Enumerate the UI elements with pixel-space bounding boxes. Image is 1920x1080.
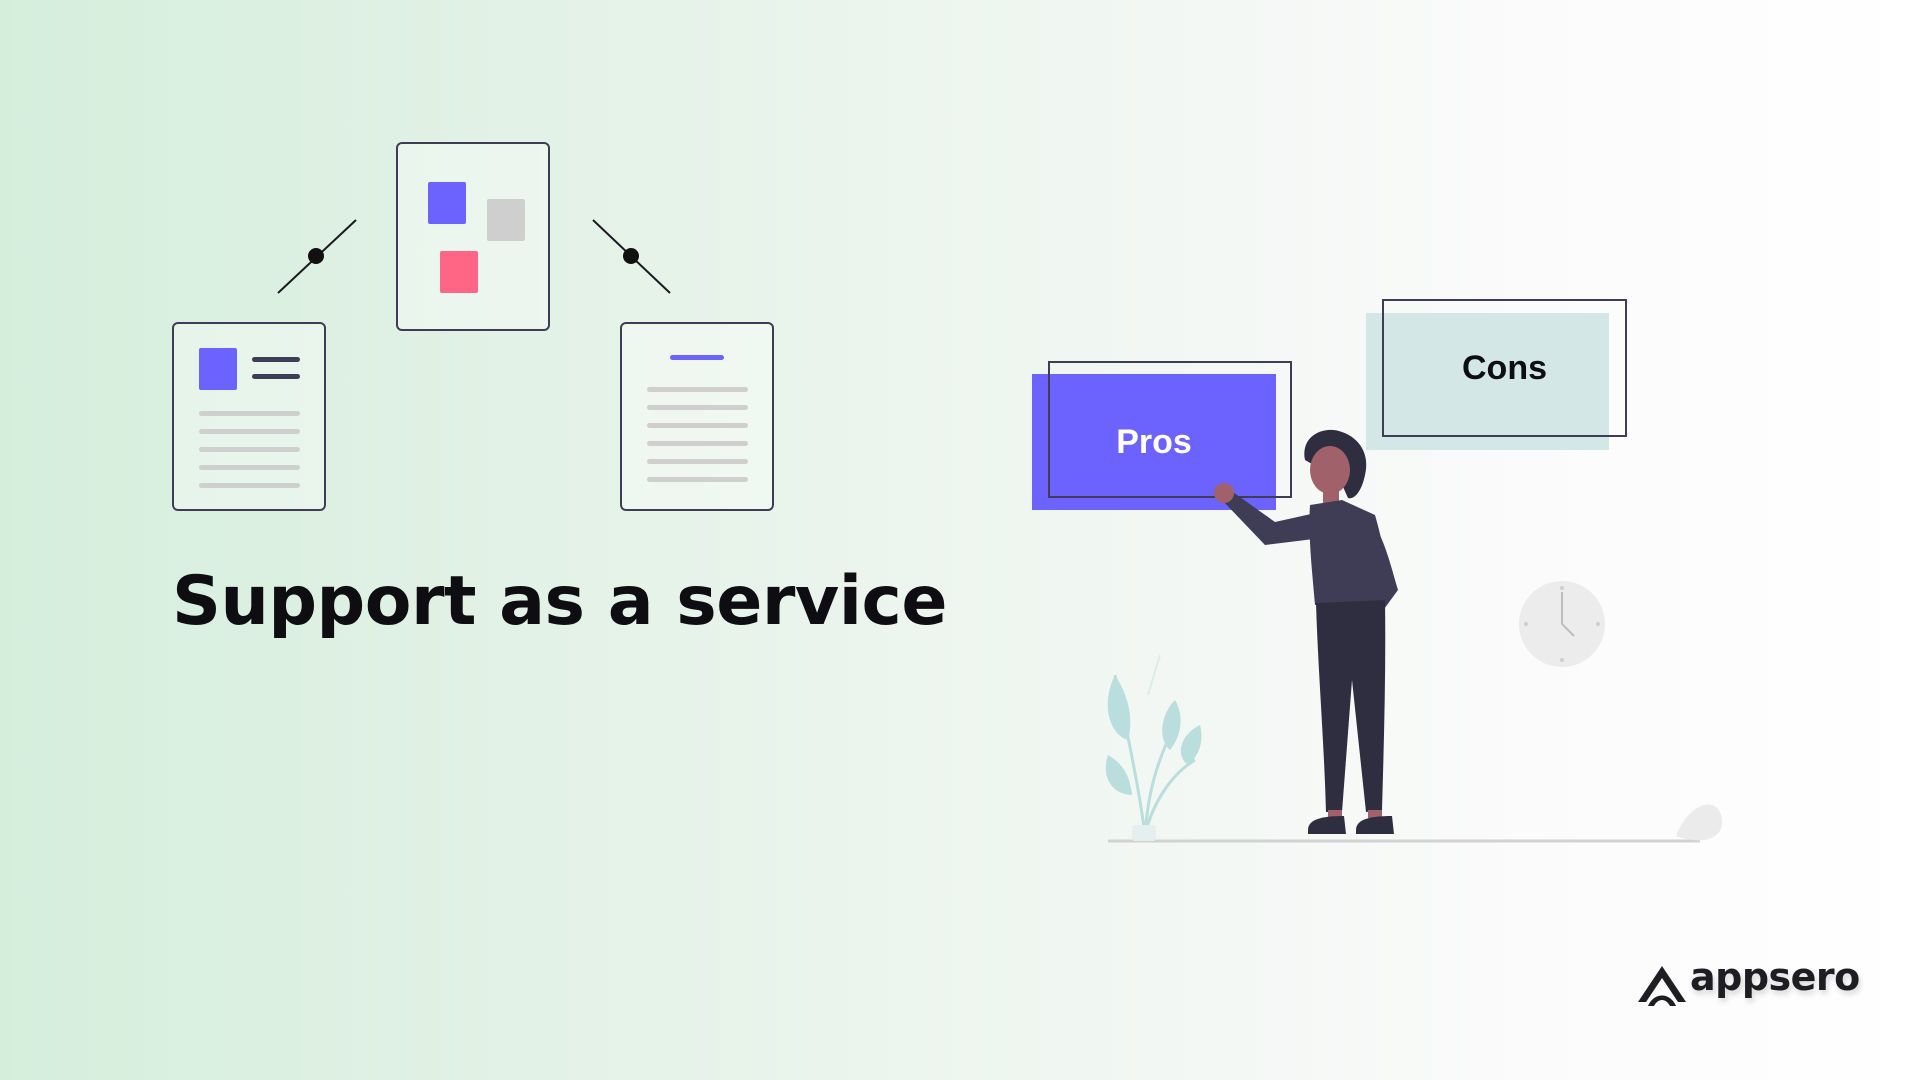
- text-card-heading: [670, 355, 724, 360]
- pros-label: Pros: [1116, 422, 1192, 461]
- text-card-lines: [647, 387, 748, 482]
- plant-icon: [1105, 654, 1202, 841]
- pros-box-fill: [1032, 374, 1276, 510]
- cons-label: Cons: [1462, 348, 1547, 387]
- clock-icon: [1519, 581, 1605, 667]
- appsero-logo-icon: [1638, 966, 1686, 1006]
- pros-box-frame: [1048, 361, 1292, 498]
- cons-box-frame: [1382, 299, 1627, 437]
- layout-card-icon: [396, 142, 550, 331]
- connector-right-dot: [623, 248, 639, 264]
- brand-name: appsero: [1690, 955, 1860, 999]
- pink-block: [440, 251, 478, 293]
- cons-box-fill: [1366, 313, 1609, 450]
- doc-image-block: [199, 348, 237, 390]
- text-card-icon: [620, 322, 774, 511]
- page-title: Support as a service: [172, 562, 947, 641]
- purple-block: [428, 182, 466, 224]
- doc-title-line-1: [252, 357, 300, 362]
- gray-block: [487, 199, 525, 241]
- document-card-icon: [172, 322, 326, 511]
- connector-left-dot: [308, 248, 324, 264]
- doc-title-line-2: [252, 374, 300, 379]
- person-illustration: [1214, 429, 1398, 834]
- corner-leaf: [1676, 804, 1723, 841]
- doc-text-lines: [199, 411, 300, 488]
